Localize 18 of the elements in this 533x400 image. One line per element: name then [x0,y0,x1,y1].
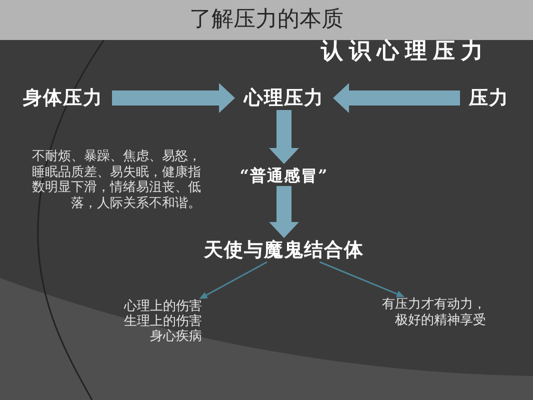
list-item: 生理上的伤害 [123,314,202,329]
arrow [199,261,268,299]
description-text: 不耐烦、暴躁、焦虑、易怒，睡眠品质差、易失眠，健康指数明显下滑，情绪易沮丧、低落，人际关系不和谐。 [31,149,201,211]
list-item: 心理上的伤害 [122,299,202,314]
block-arrow [112,83,235,113]
note-text: 有压力才有动力，极好的精神享受 [376,297,486,329]
node-label: “普通感冒” [229,164,339,186]
node-label: 天使与魔鬼结合体 [199,238,369,262]
subtitle: 认识心理压力 [320,38,490,64]
list-item: 身心疾病 [149,329,202,344]
slide-title: 了解压力的本质 [190,6,344,34]
block-arrow [333,83,460,113]
block-arrow [269,110,299,164]
node-label: 压力 [460,86,518,110]
block-arrow [269,186,299,238]
arrow [319,261,405,298]
node-label: 心理压力 [235,86,333,110]
node-label: 身体压力 [14,86,112,110]
